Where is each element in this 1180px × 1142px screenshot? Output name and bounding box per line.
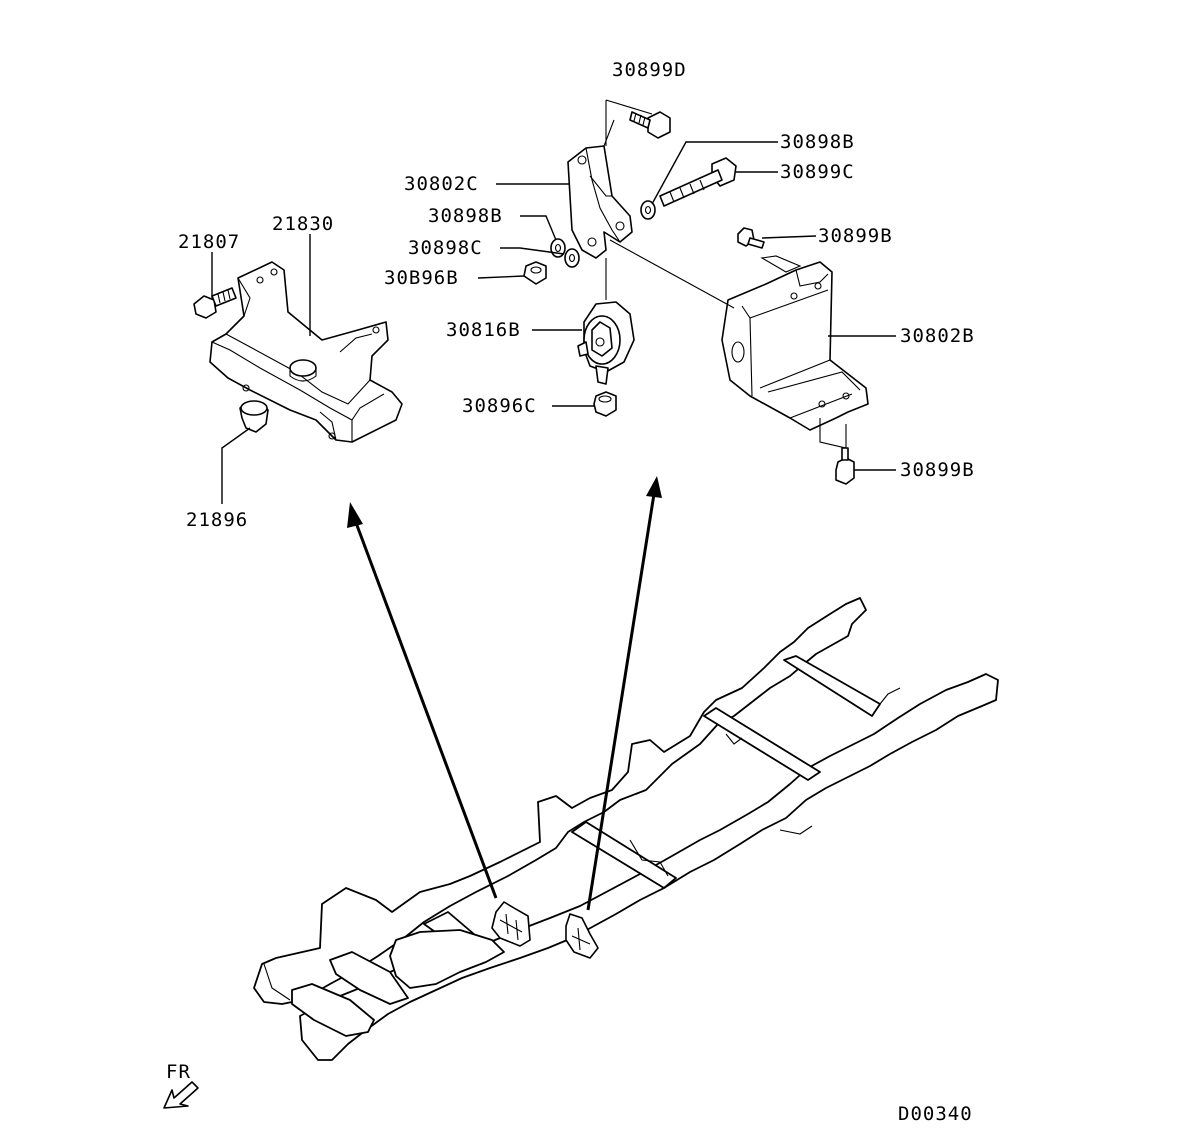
nut-30896b-icon	[523, 261, 547, 285]
callout-labels: 30899D 30898B 30899C 30802C 30898B 30898…	[166, 59, 975, 1125]
bracket-30802c	[567, 145, 633, 259]
label-30896b: 30B96B	[384, 267, 459, 289]
nut-21896-icon	[239, 400, 269, 433]
location-arrow-right	[586, 476, 662, 911]
label-30899b-upper: 30899B	[818, 225, 893, 247]
label-21807: 21807	[178, 231, 240, 253]
bolt-30899c-icon	[659, 157, 737, 207]
label-30816b: 30816B	[446, 319, 521, 341]
engine-mount-bracket-21830	[209, 261, 403, 443]
label-30899c: 30899C	[780, 161, 855, 183]
label-30802b: 30802B	[900, 325, 975, 347]
mount-insulator-30816b	[577, 301, 635, 385]
label-30898b-left: 30898B	[428, 205, 503, 227]
chassis-mount-left-icon	[491, 901, 531, 947]
mount-bracket-30802b	[721, 261, 869, 431]
bolt-30899d-icon	[629, 111, 671, 139]
front-direction-arrow-icon	[163, 1081, 199, 1109]
label-21896: 21896	[186, 509, 248, 531]
nut-30896c-icon	[593, 391, 617, 417]
label-30899d-top: 30899D	[612, 59, 687, 81]
chassis-mount-right-icon	[565, 913, 599, 959]
bolt-21807-icon	[193, 287, 237, 319]
label-30898c: 30898C	[408, 237, 483, 259]
washer-30898c-icon	[564, 248, 580, 268]
label-30802c: 30802C	[404, 173, 479, 195]
label-30896c: 30896C	[462, 395, 537, 417]
washer-30898b-right-icon	[640, 200, 656, 220]
label-30898b-right: 30898B	[780, 131, 855, 153]
diagram-code: D00340	[898, 1103, 973, 1125]
label-30899b-lower: 30899B	[900, 459, 975, 481]
label-21830: 21830	[272, 213, 334, 235]
bolt-30899b-lower-icon	[835, 447, 855, 485]
bolt-30899b-upper-icon	[737, 227, 765, 249]
leader-lines	[211, 99, 896, 504]
location-arrow-left	[347, 502, 498, 899]
orientation-label: FR	[166, 1061, 191, 1083]
